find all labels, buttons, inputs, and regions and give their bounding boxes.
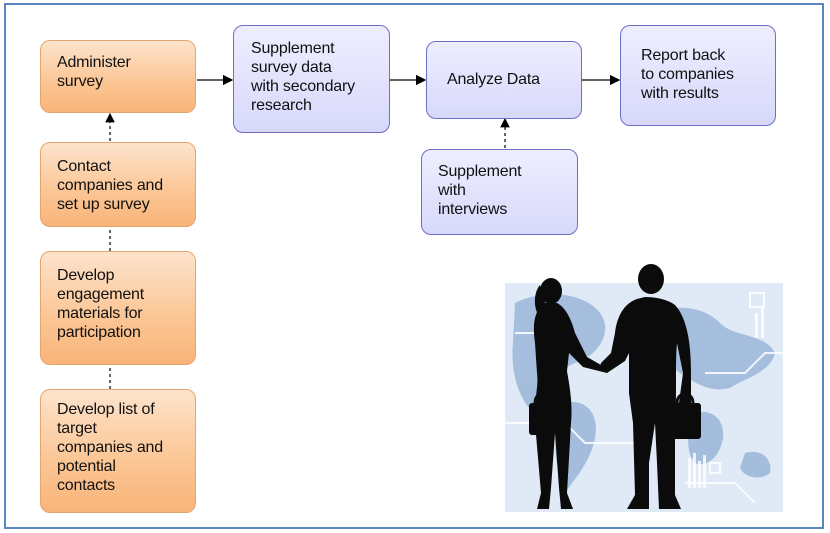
box-text-line: survey data [251, 59, 332, 76]
box-develop-list: Develop list of target companies and pot… [40, 389, 196, 513]
box-text-line: Report back [641, 47, 726, 64]
box-text-line: with secondary [251, 78, 355, 95]
box-text-line: interviews [438, 201, 508, 218]
box-report-back: Report back to companies with results [620, 25, 776, 126]
box-text-line: companies and [57, 439, 163, 456]
box-text-line: Develop list of [57, 401, 155, 418]
box-text-line: contacts [57, 477, 115, 494]
box-analyze-data: Analyze Data [426, 41, 582, 119]
box-text-line: set up survey [57, 196, 150, 213]
box-text-line: with results [641, 85, 719, 102]
man-silhouette [599, 264, 701, 509]
handshake-illustration [505, 264, 783, 512]
box-develop-materials: Develop engagement materials for partici… [40, 251, 196, 365]
box-text-line: Analyze Data [447, 71, 540, 88]
box-text-line: with [438, 182, 466, 199]
box-text-line: Administer [57, 54, 131, 71]
box-text-line: potential [57, 458, 116, 475]
box-supplement-secondary-research: Supplement survey data with secondary re… [233, 25, 390, 133]
box-text-line: to companies [641, 66, 734, 83]
box-text-line: materials for [57, 305, 143, 322]
box-text-line: research [251, 97, 312, 114]
box-text-line: Develop [57, 267, 115, 284]
box-text-line: Supplement [438, 163, 522, 180]
box-text-line: Contact [57, 158, 111, 175]
woman-silhouette [529, 278, 601, 509]
box-text-line: participation [57, 324, 141, 341]
box-text-line: survey [57, 73, 103, 90]
box-administer-survey: Administer survey [40, 40, 196, 113]
box-text-line: Supplement [251, 40, 335, 57]
box-text-line: companies and [57, 177, 163, 194]
box-text-line: engagement [57, 286, 144, 303]
box-contact-companies: Contact companies and set up survey [40, 142, 196, 227]
circuit-bars [688, 308, 764, 488]
box-text-line: target [57, 420, 97, 437]
box-supplement-interviews: Supplement with interviews [421, 149, 578, 235]
